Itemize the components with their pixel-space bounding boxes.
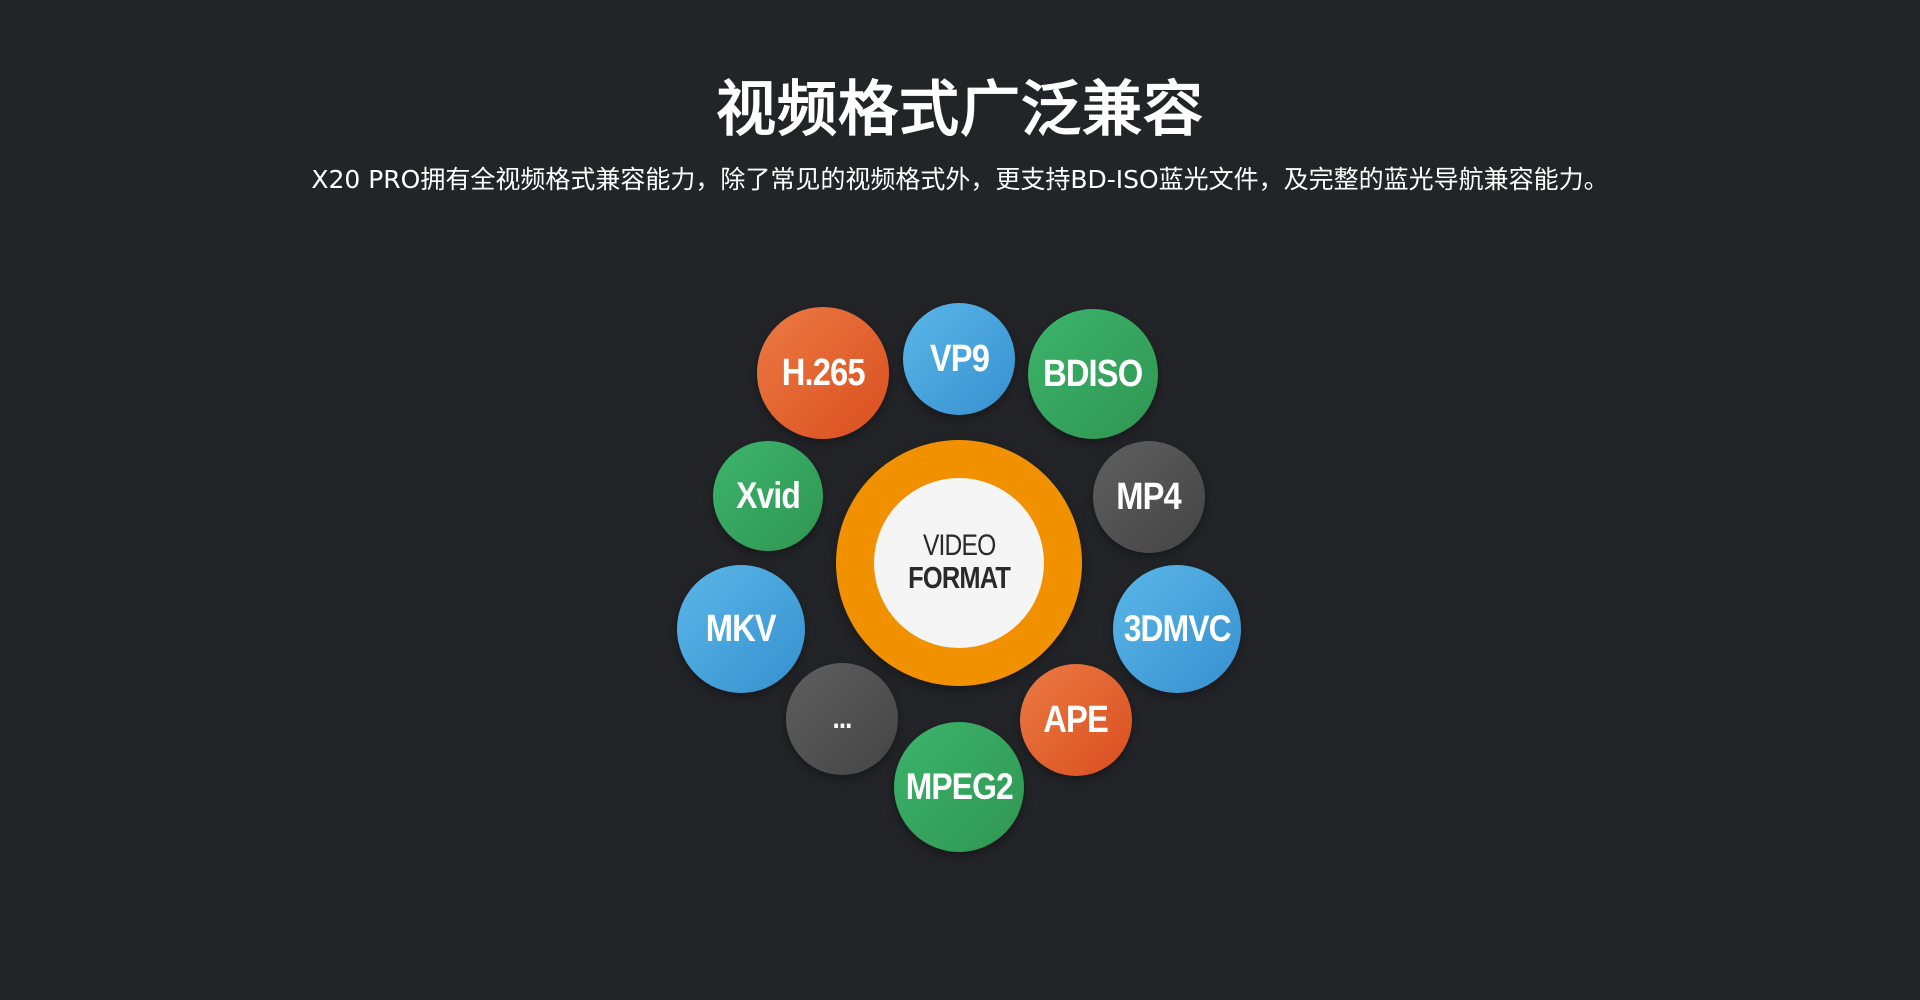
format-bubble-3dmvc: 3DMVC bbox=[1113, 565, 1241, 693]
page-title: 视频格式广泛兼容 bbox=[716, 75, 1204, 145]
format-bubble-mpeg2: MPEG2 bbox=[894, 722, 1024, 852]
format-label-3dmvc: 3DMVC bbox=[1123, 608, 1231, 649]
format-bubble-ape: APE bbox=[1020, 664, 1132, 776]
format-label-h265: H.265 bbox=[781, 351, 866, 394]
format-bubble-bdiso: BDISO bbox=[1028, 309, 1158, 439]
hub-label-video: VIDEO bbox=[922, 529, 996, 562]
format-label-more: ... bbox=[832, 702, 853, 735]
format-label-vp9: VP9 bbox=[929, 337, 989, 380]
format-label-ape: APE bbox=[1043, 698, 1109, 741]
format-label-mp4: MP4 bbox=[1116, 475, 1182, 518]
format-label-mpeg2: MPEG2 bbox=[905, 766, 1013, 807]
format-bubble-h265: H.265 bbox=[757, 307, 889, 439]
hub-core: VIDEO FORMAT bbox=[874, 478, 1044, 648]
format-bubble-vp9: VP9 bbox=[903, 303, 1015, 415]
page-subtitle: X20 PRO拥有全视频格式兼容能力，除了常见的视频格式外，更支持BD-ISO蓝… bbox=[311, 165, 1609, 194]
format-bubble-mkv: MKV bbox=[677, 565, 805, 693]
hub-label-format: FORMAT bbox=[908, 560, 1011, 595]
format-bubble-more: ... bbox=[786, 663, 898, 775]
format-bubble-mp4: MP4 bbox=[1093, 441, 1205, 553]
format-label-bdiso: BDISO bbox=[1043, 352, 1143, 395]
format-label-xvid: Xvid bbox=[736, 475, 801, 516]
format-bubble-xvid: Xvid bbox=[713, 441, 823, 551]
format-label-mkv: MKV bbox=[705, 607, 777, 650]
